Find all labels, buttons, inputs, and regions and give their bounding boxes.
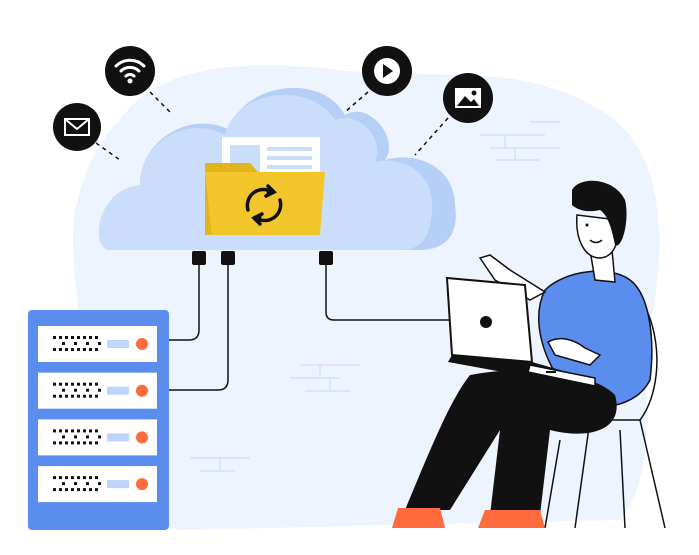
sync-icon (245, 184, 283, 226)
mail-icon (53, 103, 101, 151)
person (392, 180, 653, 528)
server-led (136, 338, 148, 350)
dashed-lines (95, 91, 449, 161)
server-bar (107, 480, 129, 489)
shoe (478, 510, 545, 528)
hair (572, 180, 627, 246)
pants (405, 370, 617, 515)
server-unit (38, 466, 157, 503)
folder-icon (205, 163, 325, 235)
server-led (136, 384, 148, 397)
image-icon (443, 73, 493, 123)
server-unit (38, 372, 157, 409)
server-bar (107, 340, 129, 348)
server-unit (38, 326, 157, 362)
server-unit (38, 419, 157, 456)
laptop (445, 276, 596, 388)
cable-plugs (192, 251, 333, 265)
server-led (136, 431, 148, 444)
server-bar (107, 433, 129, 442)
shoe (392, 508, 445, 528)
cables (168, 265, 450, 391)
server-bar (107, 386, 129, 395)
server-led (136, 478, 148, 491)
server-rack (28, 310, 169, 530)
wifi-icon (105, 46, 155, 96)
play-icon (362, 46, 412, 96)
brick-decoration (190, 121, 560, 472)
